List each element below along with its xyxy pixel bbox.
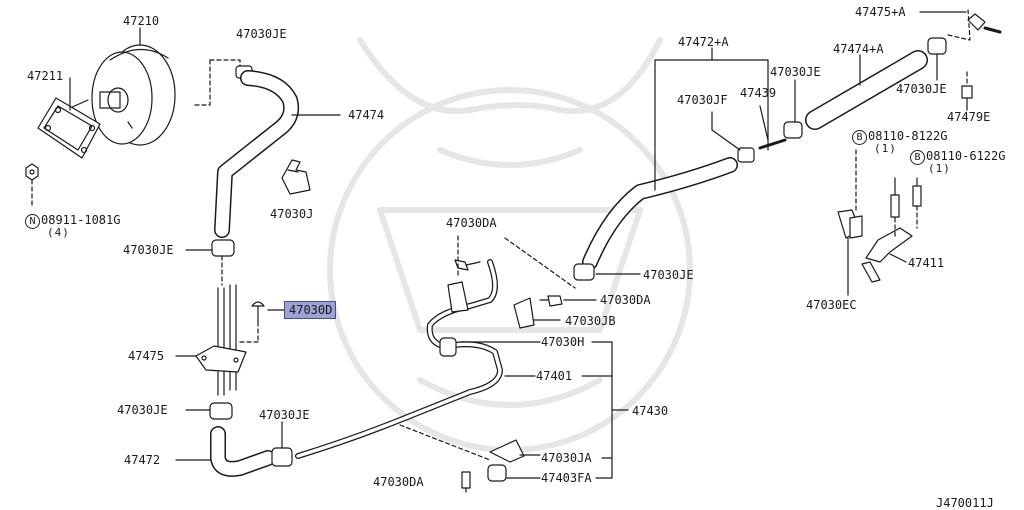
brake-booster: [69, 44, 176, 146]
label-47030H: 47030H: [541, 335, 585, 349]
label-47030JA: 47030JA: [541, 451, 592, 465]
clamp-47030JE-bot: [271, 421, 293, 467]
clamp-47030JE-r2: [919, 9, 1002, 81]
label-47030JE-mid: 47030JE: [123, 243, 174, 257]
label-47475: 47475: [128, 349, 165, 363]
watermark-emblem: [327, 37, 693, 453]
hose-47474: [194, 59, 341, 238]
bracket-low: [399, 424, 541, 493]
label-47403FA: 47403FA: [541, 471, 592, 485]
label-47030JE-low: 47030JE: [117, 403, 168, 417]
bolt2-letter-badge: B: [910, 150, 925, 165]
label-47401: 47401: [536, 369, 573, 383]
label-47030DA-bot: 47030DA: [373, 475, 424, 489]
label-47030JE-r2: 47030JE: [896, 82, 947, 96]
brake-tube-47401: [295, 259, 503, 459]
label-47030DA-mid: 47030DA: [600, 293, 651, 307]
clamp-47030JE-r1: [783, 79, 803, 139]
hose-47474A: [805, 50, 928, 130]
label-47472A: 47472+A: [678, 35, 729, 49]
bracket-top: [447, 234, 576, 313]
bolt2-code: 08110-6122G: [926, 149, 1006, 163]
label-47439: 47439: [740, 86, 777, 100]
part-callout-47030D[interactable]: 47030D: [284, 301, 337, 319]
label-47030JE-r1: 47030JE: [770, 65, 821, 79]
label-47411: 47411: [908, 256, 945, 270]
nut-letter-badge: N: [25, 214, 40, 229]
bolt1-letter-badge: B: [852, 130, 867, 145]
diagram-id: J470011J: [936, 496, 994, 510]
part-47479E: [961, 71, 973, 111]
label-bolt2-qty: (1): [928, 162, 951, 175]
label-47030DA-top: 47030DA: [446, 216, 497, 230]
label-47430: 47430: [632, 404, 669, 418]
label-47211: 47211: [27, 69, 64, 83]
group-bracket-47430: [504, 341, 629, 479]
hose-47472: [175, 426, 276, 477]
label-47475A: 47475+A: [855, 5, 906, 19]
grommet-47030H: [439, 337, 541, 357]
screw-47030D: [239, 301, 285, 343]
label-47474: 47474: [348, 108, 385, 122]
label-47474A: 47474+A: [833, 42, 884, 56]
bolt1-code: 08110-8122G: [868, 129, 948, 143]
nut-part: [25, 163, 39, 206]
clip-47030J: [281, 159, 311, 195]
label-47030JB: 47030JB: [565, 314, 616, 328]
label-47030JE-bot: 47030JE: [259, 408, 310, 422]
label-47030JE-top: 47030JE: [236, 27, 287, 41]
nut-code: 08911-1081G: [41, 213, 121, 227]
clamp-47030JF: [711, 105, 787, 163]
label-bolt1-qty: (1): [874, 142, 897, 155]
label-47030JE-r3: 47030JE: [643, 268, 694, 282]
booster-gasket: [37, 97, 101, 159]
label-47030J: 47030J: [270, 207, 314, 221]
hose-47472A: [573, 47, 769, 281]
clamp-47030JE-mid: [185, 239, 235, 286]
label-nut-qty: (4): [47, 226, 70, 239]
clamp-47030JE-low: [185, 402, 233, 420]
label-47030EC: 47030EC: [806, 298, 857, 312]
label-47479E: 47479E: [947, 110, 991, 124]
label-47030JF: 47030JF: [677, 93, 728, 107]
label-47210: 47210: [123, 14, 160, 28]
label-47472: 47472: [124, 453, 161, 467]
check-valve: [175, 284, 247, 396]
clip-47030JB: [513, 295, 597, 329]
bracket-47411: [837, 149, 922, 296]
